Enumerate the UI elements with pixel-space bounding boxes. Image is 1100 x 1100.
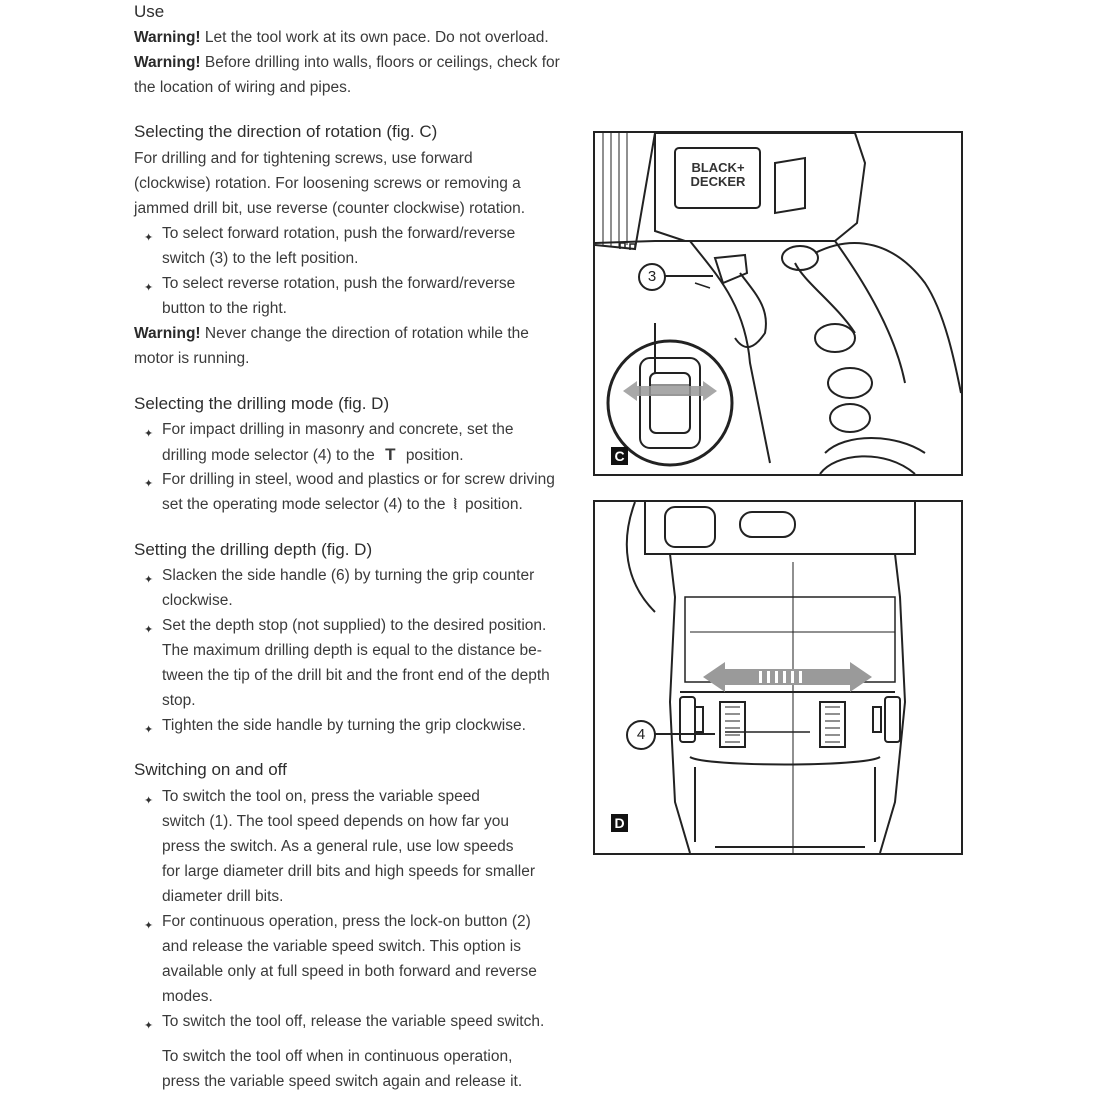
slide-arrow-icon [703, 662, 872, 692]
mode-bullet-2-cont: set the operating mode selector (4) to t… [162, 492, 523, 517]
bullet-icon: ✦ [144, 795, 154, 807]
bullet-icon: ✦ [144, 920, 154, 932]
onoff-bullet-1: press the switch. As a general rule, use… [162, 838, 514, 855]
use-heading: Use [134, 2, 165, 21]
drill-mode-icon: ⦚ [453, 496, 457, 512]
onoff-bullet-1: switch (1). The tool speed depends on ho… [162, 813, 509, 830]
bullet-icon: ✦ [144, 478, 154, 490]
brand-logo: BLACK+ DECKER [677, 161, 759, 189]
rotation-bullet-2: button to the right. [162, 300, 287, 317]
onoff-bullet-1: To switch the tool on, press the variabl… [162, 788, 480, 805]
use-warning-2: Warning! Before drilling into walls, flo… [134, 50, 560, 75]
warning-text: Let the tool work at its own pace. Do no… [204, 29, 549, 46]
depth-bullet-2: Set the depth stop (not supplied) to the… [162, 617, 547, 634]
bullet-icon: ✦ [144, 428, 154, 440]
rotation-intro: (clockwise) rotation. For loosening scre… [134, 175, 521, 192]
rotation-warning-cont: motor is running. [134, 350, 250, 367]
use-warning-1: Warning! Let the tool work at its own pa… [134, 25, 549, 50]
rotation-heading: Selecting the direction of rotation (fig… [134, 122, 438, 141]
figure-d: 4 D [593, 500, 963, 855]
depth-bullet-2: tween the tip of the drill bit and the f… [162, 667, 550, 684]
onoff-bullet-2: For continuous operation, press the lock… [162, 913, 531, 930]
bullet-icon: ✦ [144, 1020, 154, 1032]
mode-text: drilling mode selector (4) to the [162, 447, 375, 464]
onoff-bullet-2: available only at full speed in both for… [162, 963, 537, 980]
depth-bullet-3: Tighten the side handle by turning the g… [162, 717, 526, 734]
onoff-bullet-2: and release the variable speed switch. T… [162, 938, 522, 955]
brand-text: DECKER [690, 174, 746, 189]
warning-text: Never change the direction of rotation w… [204, 325, 529, 342]
rotation-intro: jammed drill bit, use reverse (counter c… [134, 200, 526, 217]
callout-4: 4 [626, 720, 656, 750]
figure-c-label: C [611, 447, 628, 465]
warning-text: Before drilling into walls, floors or ce… [204, 54, 560, 71]
onoff-heading: Switching on and off [134, 760, 287, 779]
figure-d-label: D [611, 814, 628, 832]
warning-label: Warning! [134, 29, 201, 46]
drill-top-illustration [625, 502, 916, 853]
mode-bullet-2: For drilling in steel, wood and plastics… [162, 471, 555, 488]
onoff-bullet-1: diameter drill bits. [162, 888, 284, 905]
onoff-note: To switch the tool off when in continuou… [162, 1048, 513, 1065]
mode-text: position. [465, 496, 523, 513]
depth-bullet-2: The maximum drilling depth is equal to t… [162, 642, 542, 659]
rotation-bullet-2: To select reverse rotation, push the for… [162, 275, 516, 292]
onoff-bullet-3: To switch the tool off, release the vari… [162, 1013, 545, 1030]
mode-bullet-1: For impact drilling in masonry and concr… [162, 421, 514, 438]
mode-text: position. [405, 447, 464, 464]
depth-bullet-1: Slacken the side handle (6) by turning t… [162, 567, 535, 584]
bullet-icon: ✦ [144, 282, 154, 294]
mode-text: set the operating mode selector (4) to t… [162, 496, 446, 513]
callout-3: 3 [638, 263, 666, 291]
rotation-bullet-1: To select forward rotation, push the for… [162, 225, 516, 242]
onoff-bullet-2: modes. [162, 988, 213, 1005]
bullet-icon: ✦ [144, 724, 154, 736]
mode-heading: Selecting the drilling mode (fig. D) [134, 394, 390, 413]
brand-text: BLACK+ [691, 160, 745, 175]
drill-side-illustration [595, 133, 961, 474]
bullet-icon: ✦ [144, 574, 154, 586]
use-warning-2-cont: the location of wiring and pipes. [134, 79, 352, 96]
hammer-mode-icon: T [385, 445, 396, 464]
depth-bullet-2: stop. [162, 692, 196, 709]
bullet-icon: ✦ [144, 232, 154, 244]
direction-arrow-icon [623, 381, 717, 401]
warning-label: Warning! [134, 54, 201, 71]
onoff-note: press the variable speed switch again an… [162, 1073, 523, 1090]
bullet-icon: ✦ [144, 624, 154, 636]
depth-heading: Setting the drilling depth (fig. D) [134, 540, 373, 559]
warning-label: Warning! [134, 325, 201, 342]
depth-bullet-1: clockwise. [162, 592, 233, 609]
onoff-bullet-1: for large diameter drill bits and high s… [162, 863, 536, 880]
mode-bullet-1-cont: drilling mode selector (4) to the T posi… [162, 442, 464, 468]
rotation-bullet-1: switch (3) to the left position. [162, 250, 359, 267]
figure-c: BLACK+ DECKER 3 C [593, 131, 963, 476]
rotation-intro: For drilling and for tightening screws, … [134, 150, 473, 167]
rotation-warning: Warning! Never change the direction of r… [134, 321, 529, 346]
